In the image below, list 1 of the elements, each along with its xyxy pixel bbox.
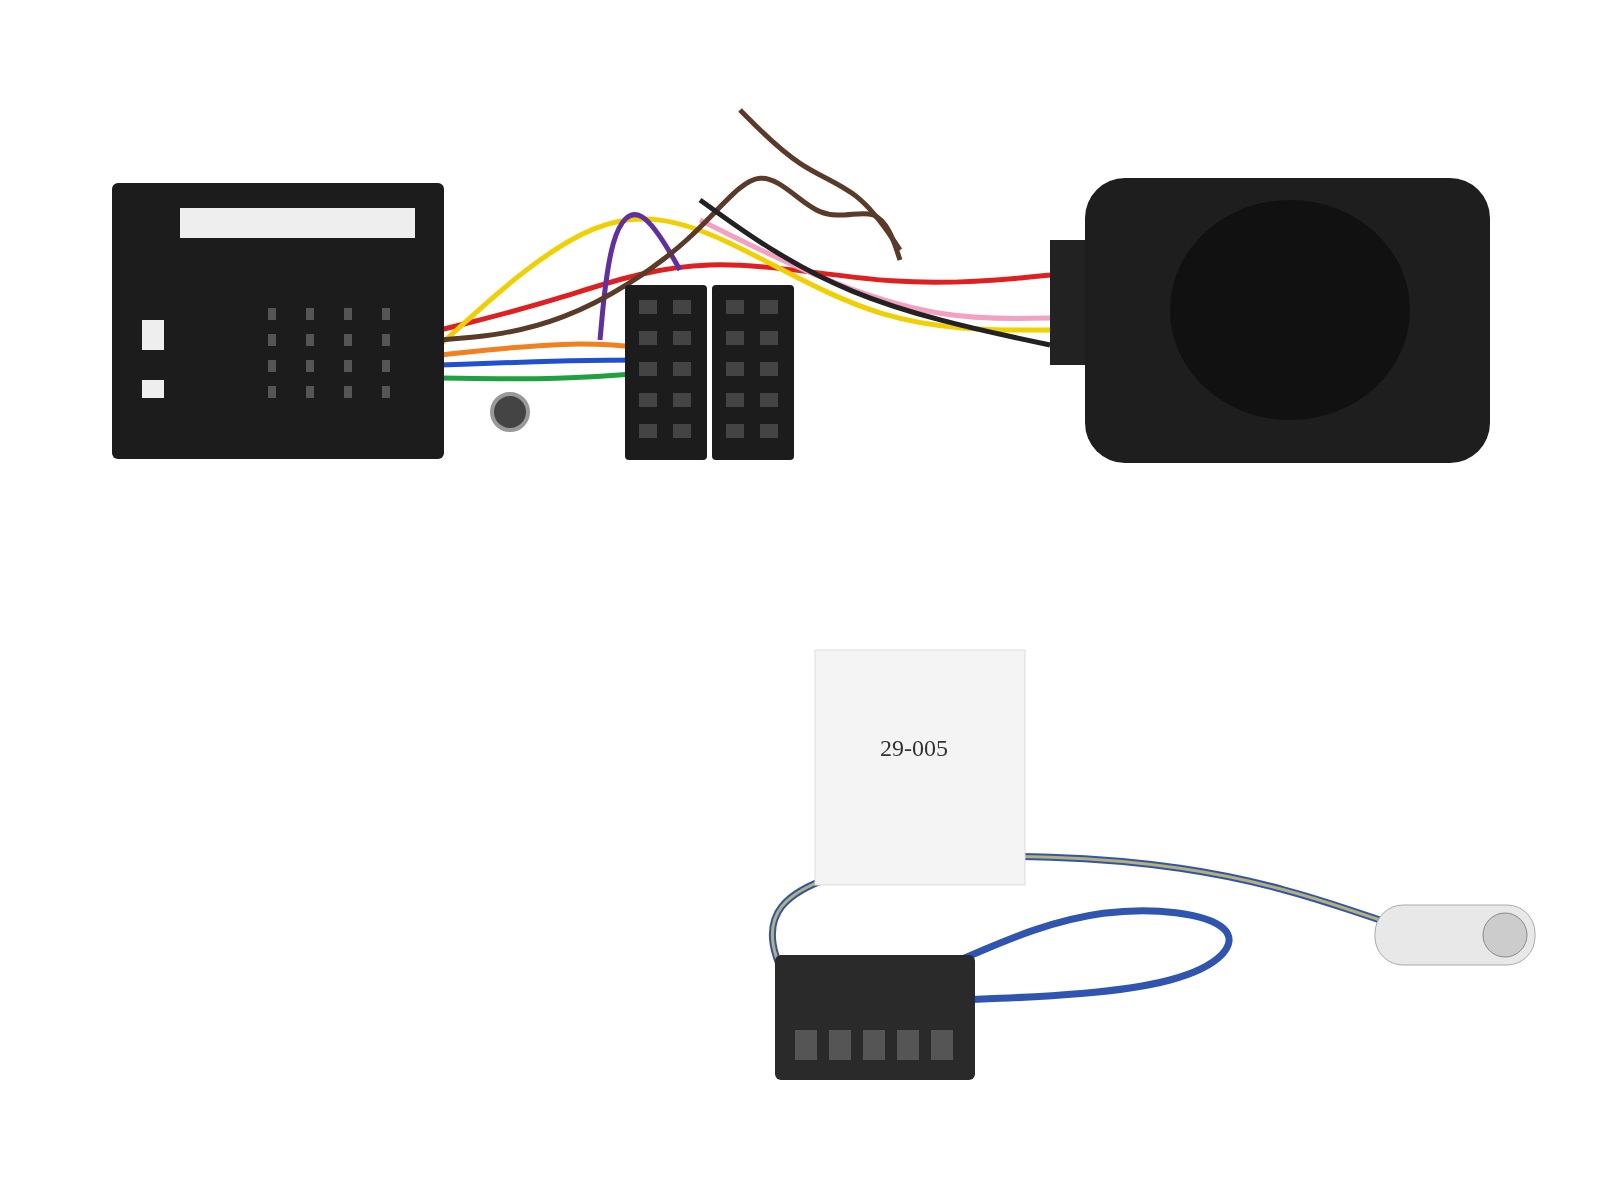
part-number: 29-005 <box>880 735 948 762</box>
